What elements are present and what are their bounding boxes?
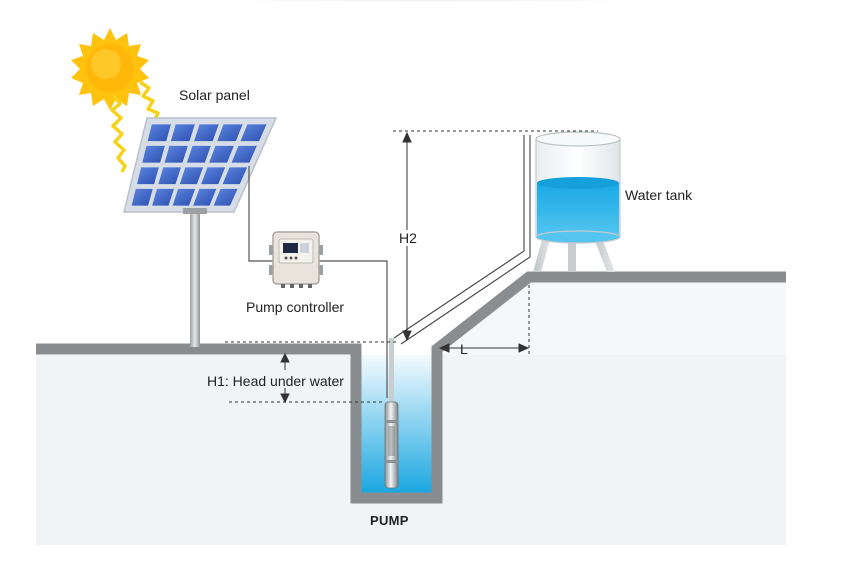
solar-cell	[231, 145, 257, 163]
solar-cell	[201, 167, 226, 185]
solar-cell	[142, 145, 165, 163]
sun-icon	[71, 28, 149, 110]
solar-cell	[213, 188, 238, 206]
raised-ground-fill	[441, 282, 786, 355]
solar-cell	[170, 124, 195, 142]
solar-cell	[209, 145, 234, 163]
l-label: L	[460, 341, 468, 357]
drop-pipe	[389, 338, 394, 402]
solar-cell	[158, 167, 181, 185]
water-tank-icon	[533, 131, 621, 272]
solar-cell	[172, 188, 196, 206]
h2-label: H2	[398, 230, 418, 246]
pump-controller-label: Pump controller	[246, 299, 345, 315]
solar-panel-icon	[123, 117, 278, 213]
water-tank-label: Water tank	[625, 187, 693, 203]
solar-cell	[179, 167, 203, 185]
top-shadow	[99, 0, 759, 12]
submersible-pump-icon	[384, 401, 399, 489]
ground-surface	[36, 271, 786, 504]
panel-pole	[190, 212, 200, 347]
pump-controller-icon	[269, 231, 323, 288]
panel-mount	[183, 208, 207, 214]
solar-cell	[222, 167, 248, 185]
pump-label: PUMP	[370, 513, 409, 528]
solar-cell	[152, 188, 174, 206]
solar-cell	[136, 167, 159, 185]
h1-label: H1: Head under water	[207, 373, 344, 389]
solar-cell	[147, 124, 171, 142]
solar-cell	[186, 145, 211, 163]
solar-panel-label: Solar panel	[179, 87, 250, 103]
solar-cell	[194, 124, 219, 142]
solar-cell	[193, 188, 217, 206]
wiring	[248, 166, 388, 398]
delivery-pipe	[393, 135, 531, 345]
solar-cell	[240, 124, 267, 142]
solar-cell	[131, 188, 153, 206]
solar-cell	[217, 124, 243, 142]
solar-cell	[164, 145, 188, 163]
